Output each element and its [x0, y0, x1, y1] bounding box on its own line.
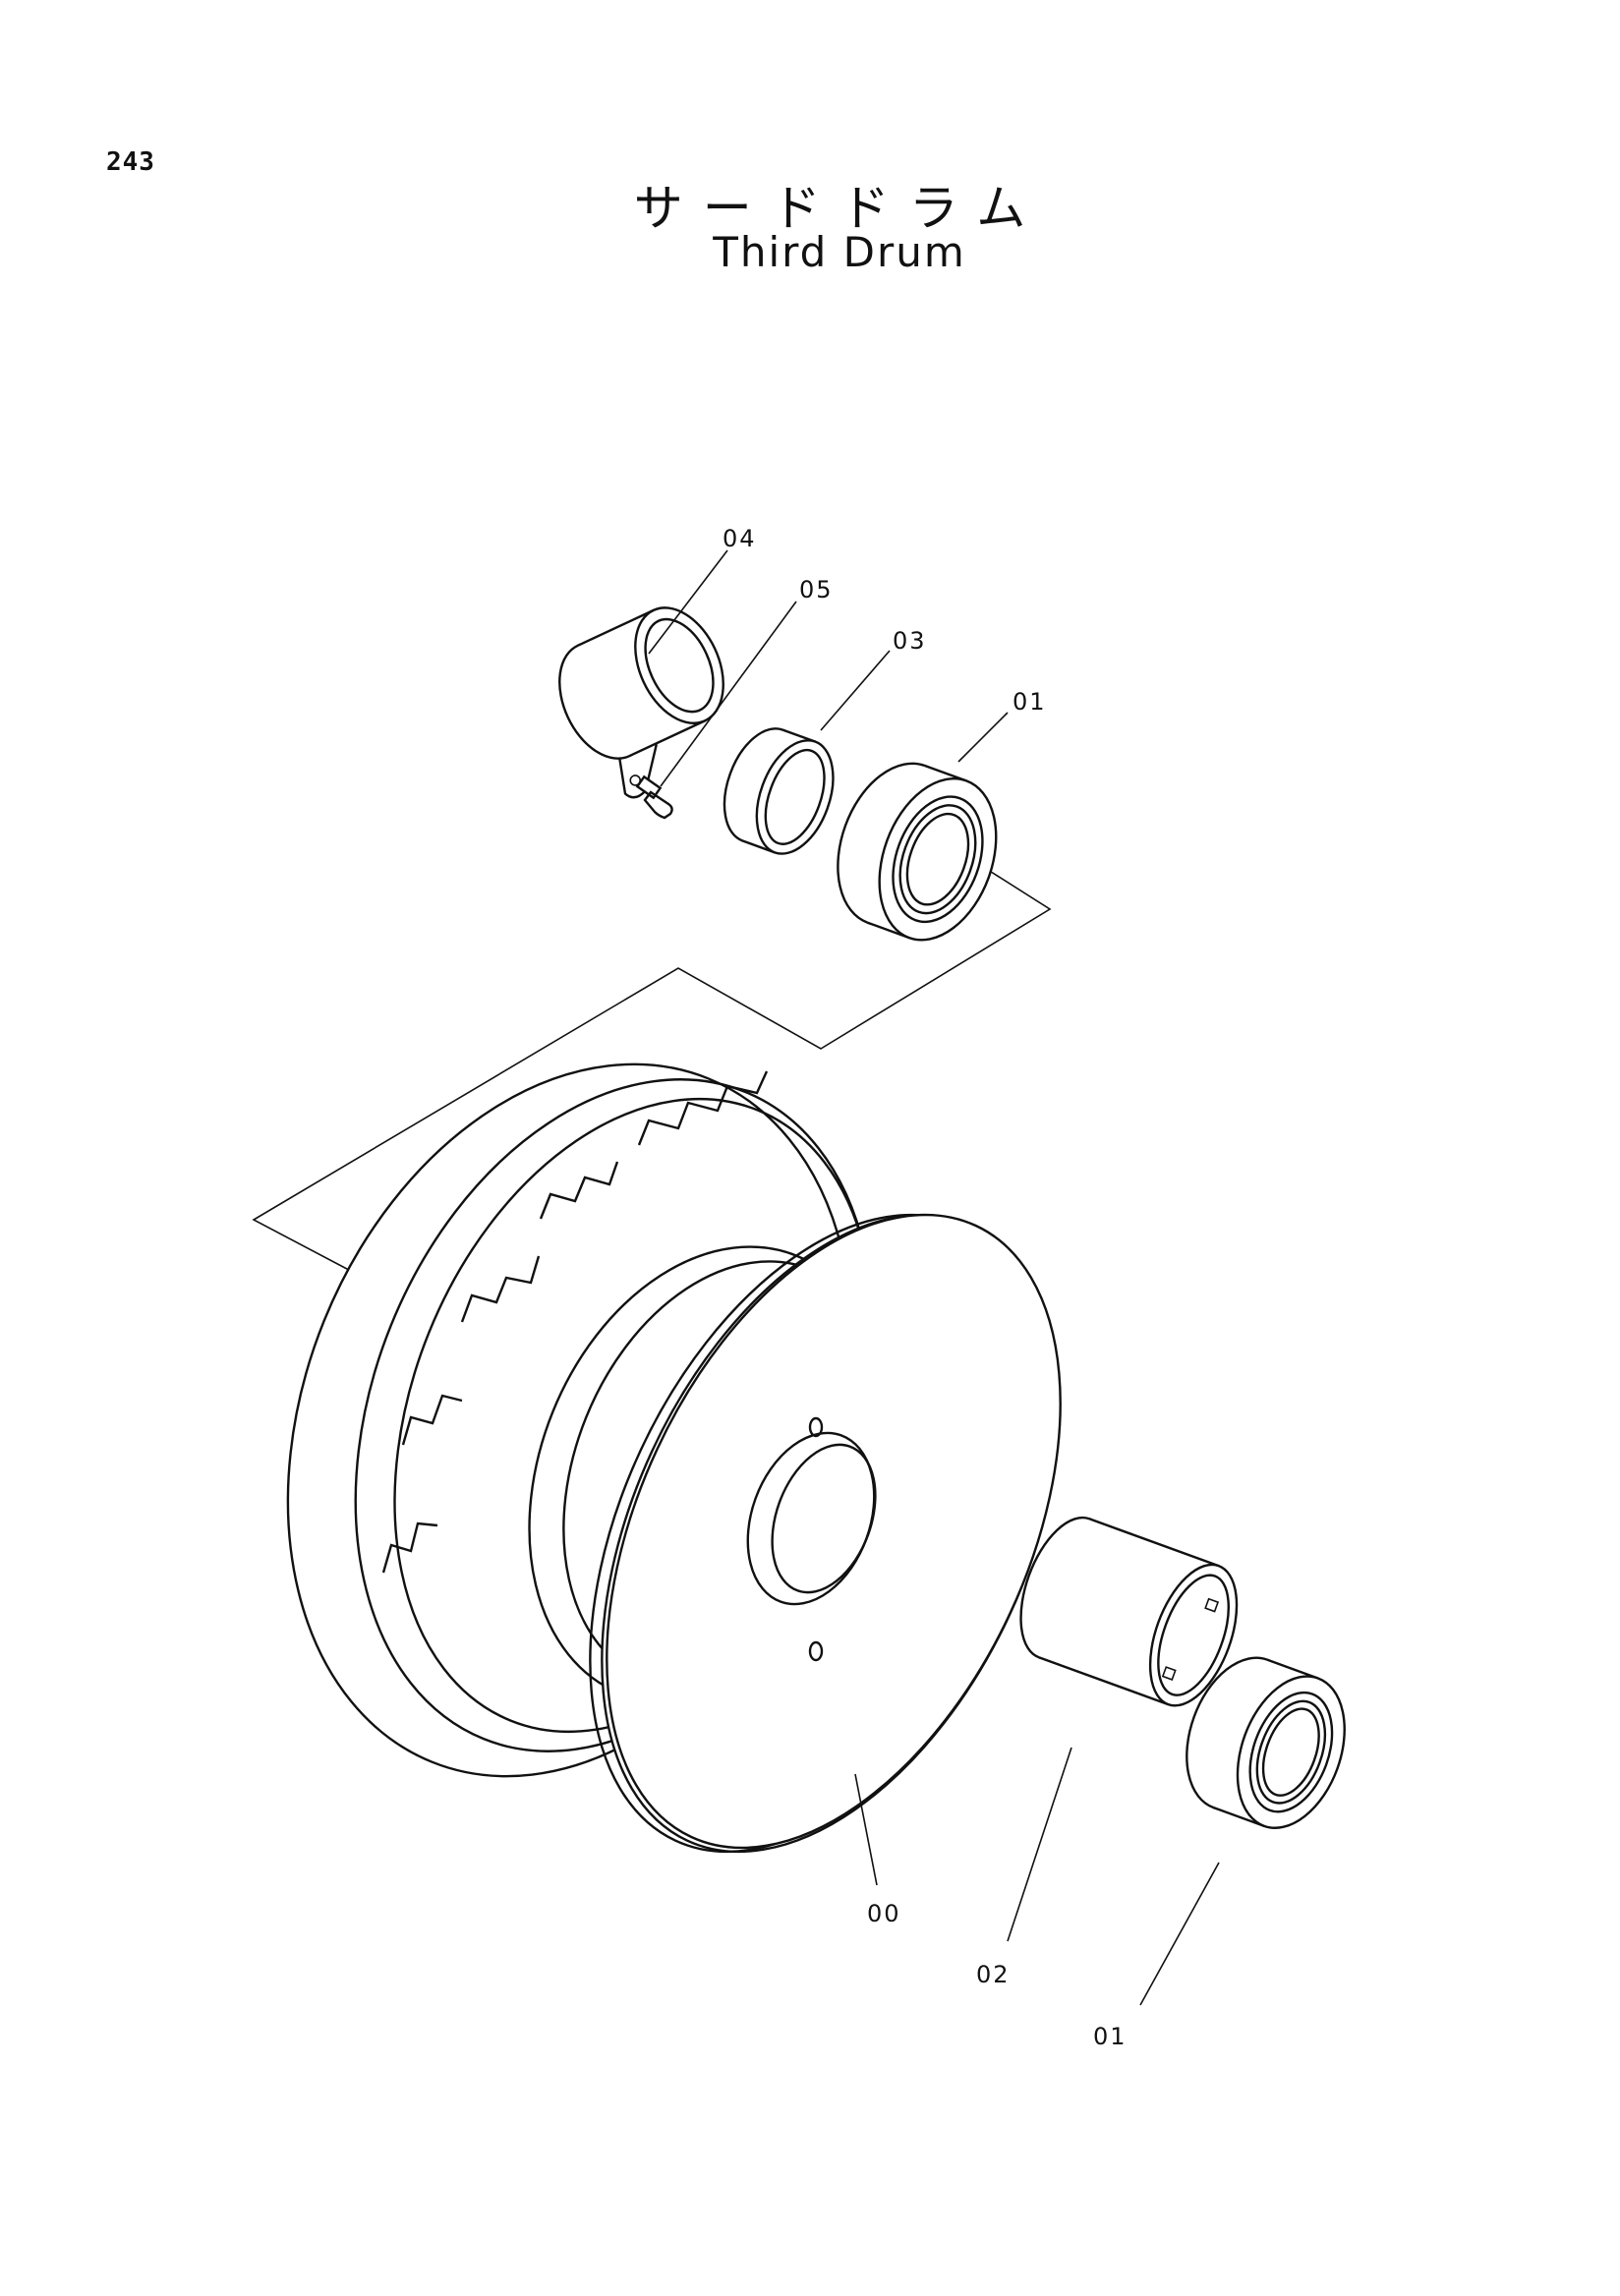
leader-lines	[648, 549, 1220, 2006]
callout-01-bottom: 01	[1093, 2023, 1128, 2050]
callout-00: 00	[867, 1900, 901, 1927]
callout-04: 04	[723, 525, 757, 552]
title-japanese: サードドラム	[633, 180, 1046, 237]
assembly-outline	[252, 869, 1052, 1279]
callout-03: 03	[893, 627, 927, 655]
callout-05: 05	[799, 576, 834, 603]
page-number: 243	[106, 147, 155, 177]
part-04-band-clamp	[558, 606, 724, 799]
part-00-drum	[286, 1062, 1062, 1854]
part-02-sleeve	[1019, 1516, 1239, 1707]
part-03-ring	[723, 727, 835, 855]
title-english: Third Drum	[713, 228, 966, 276]
part-01-bearing-bottom	[1186, 1656, 1346, 1829]
part-01-bearing-top	[837, 762, 998, 942]
part-05-bolt	[635, 775, 673, 820]
callout-01-top: 01	[1012, 688, 1047, 716]
callout-02: 02	[976, 1961, 1011, 1988]
callout-labels: 04 05 03 01 00 02 01	[723, 525, 1128, 2050]
